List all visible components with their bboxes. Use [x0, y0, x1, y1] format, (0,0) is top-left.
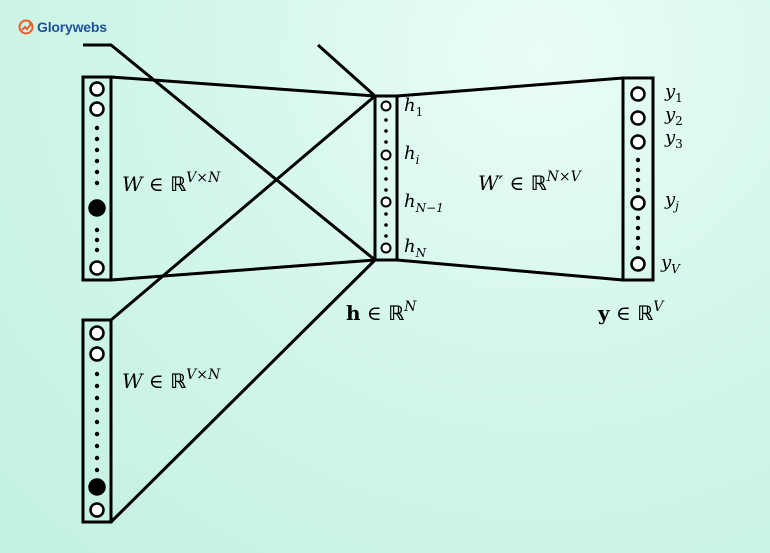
input-node: [89, 81, 105, 97]
brand-name: Glorywebs: [37, 19, 107, 35]
input-node: [89, 502, 105, 518]
hidden-nodes: [380, 100, 392, 254]
label-y1: y1: [664, 81, 683, 105]
hidden-node: [380, 196, 392, 208]
hidden-node: [380, 100, 392, 112]
label-y2: y2: [664, 104, 683, 128]
label-y3: y3: [664, 127, 683, 151]
label-hn-1: hN−1: [404, 191, 444, 215]
hidden-ellipsis: [384, 118, 388, 238]
edge-out-upper: [396, 76, 624, 98]
output-node: [630, 134, 646, 150]
label-w-prime: W′ ∈ ℝN×V: [478, 169, 583, 195]
hidden-node: [380, 242, 392, 254]
input-node: [89, 346, 105, 362]
output-nodes: [630, 86, 646, 272]
input-bottom-ellipsis: [94, 371, 100, 473]
input-top-ellipsis: [94, 125, 100, 253]
edge-offframe-a: [83, 43, 376, 262]
edge-top-in-lower: [110, 258, 376, 282]
input-node: [89, 260, 105, 276]
input-node-active: [88, 199, 106, 217]
label-y-space: y ∈ ℝV: [597, 299, 665, 325]
output-node: [630, 195, 646, 211]
input-bottom-nodes: [88, 325, 106, 518]
edge-offframe-b: [316, 43, 377, 98]
output-node: [630, 86, 646, 102]
input-layer-top: [81, 75, 113, 282]
label-hi: hi: [404, 143, 420, 167]
label-hn: hN: [404, 236, 427, 260]
input-node: [89, 325, 105, 341]
label-w-bottom: W ∈ ℝV×N: [122, 367, 221, 393]
brand-logo: Glorywebs: [18, 17, 107, 37]
label-yj: yj: [664, 189, 679, 213]
label-h1: h1: [404, 95, 423, 119]
input-top-nodes: [88, 81, 106, 276]
output-node: [630, 256, 646, 272]
output-node: [630, 110, 646, 126]
edge-bottom-in-lower: [109, 258, 377, 524]
edge-bottom-in-upper: [110, 94, 376, 322]
hidden-layer: [373, 94, 399, 262]
input-layer-bottom: [81, 318, 113, 524]
label-yv: yV: [660, 252, 681, 276]
hidden-node: [380, 149, 392, 161]
input-node-active: [88, 478, 106, 496]
growth-chart-icon: [18, 19, 34, 35]
label-w-top: W ∈ ℝV×N: [122, 170, 221, 196]
edge-out-lower: [396, 258, 624, 282]
input-node: [89, 101, 105, 117]
label-h-space: h ∈ ℝN: [346, 299, 417, 325]
output-layer: [621, 76, 655, 282]
edge-top-in-upper: [110, 75, 376, 98]
output-ellipsis: [635, 157, 641, 251]
